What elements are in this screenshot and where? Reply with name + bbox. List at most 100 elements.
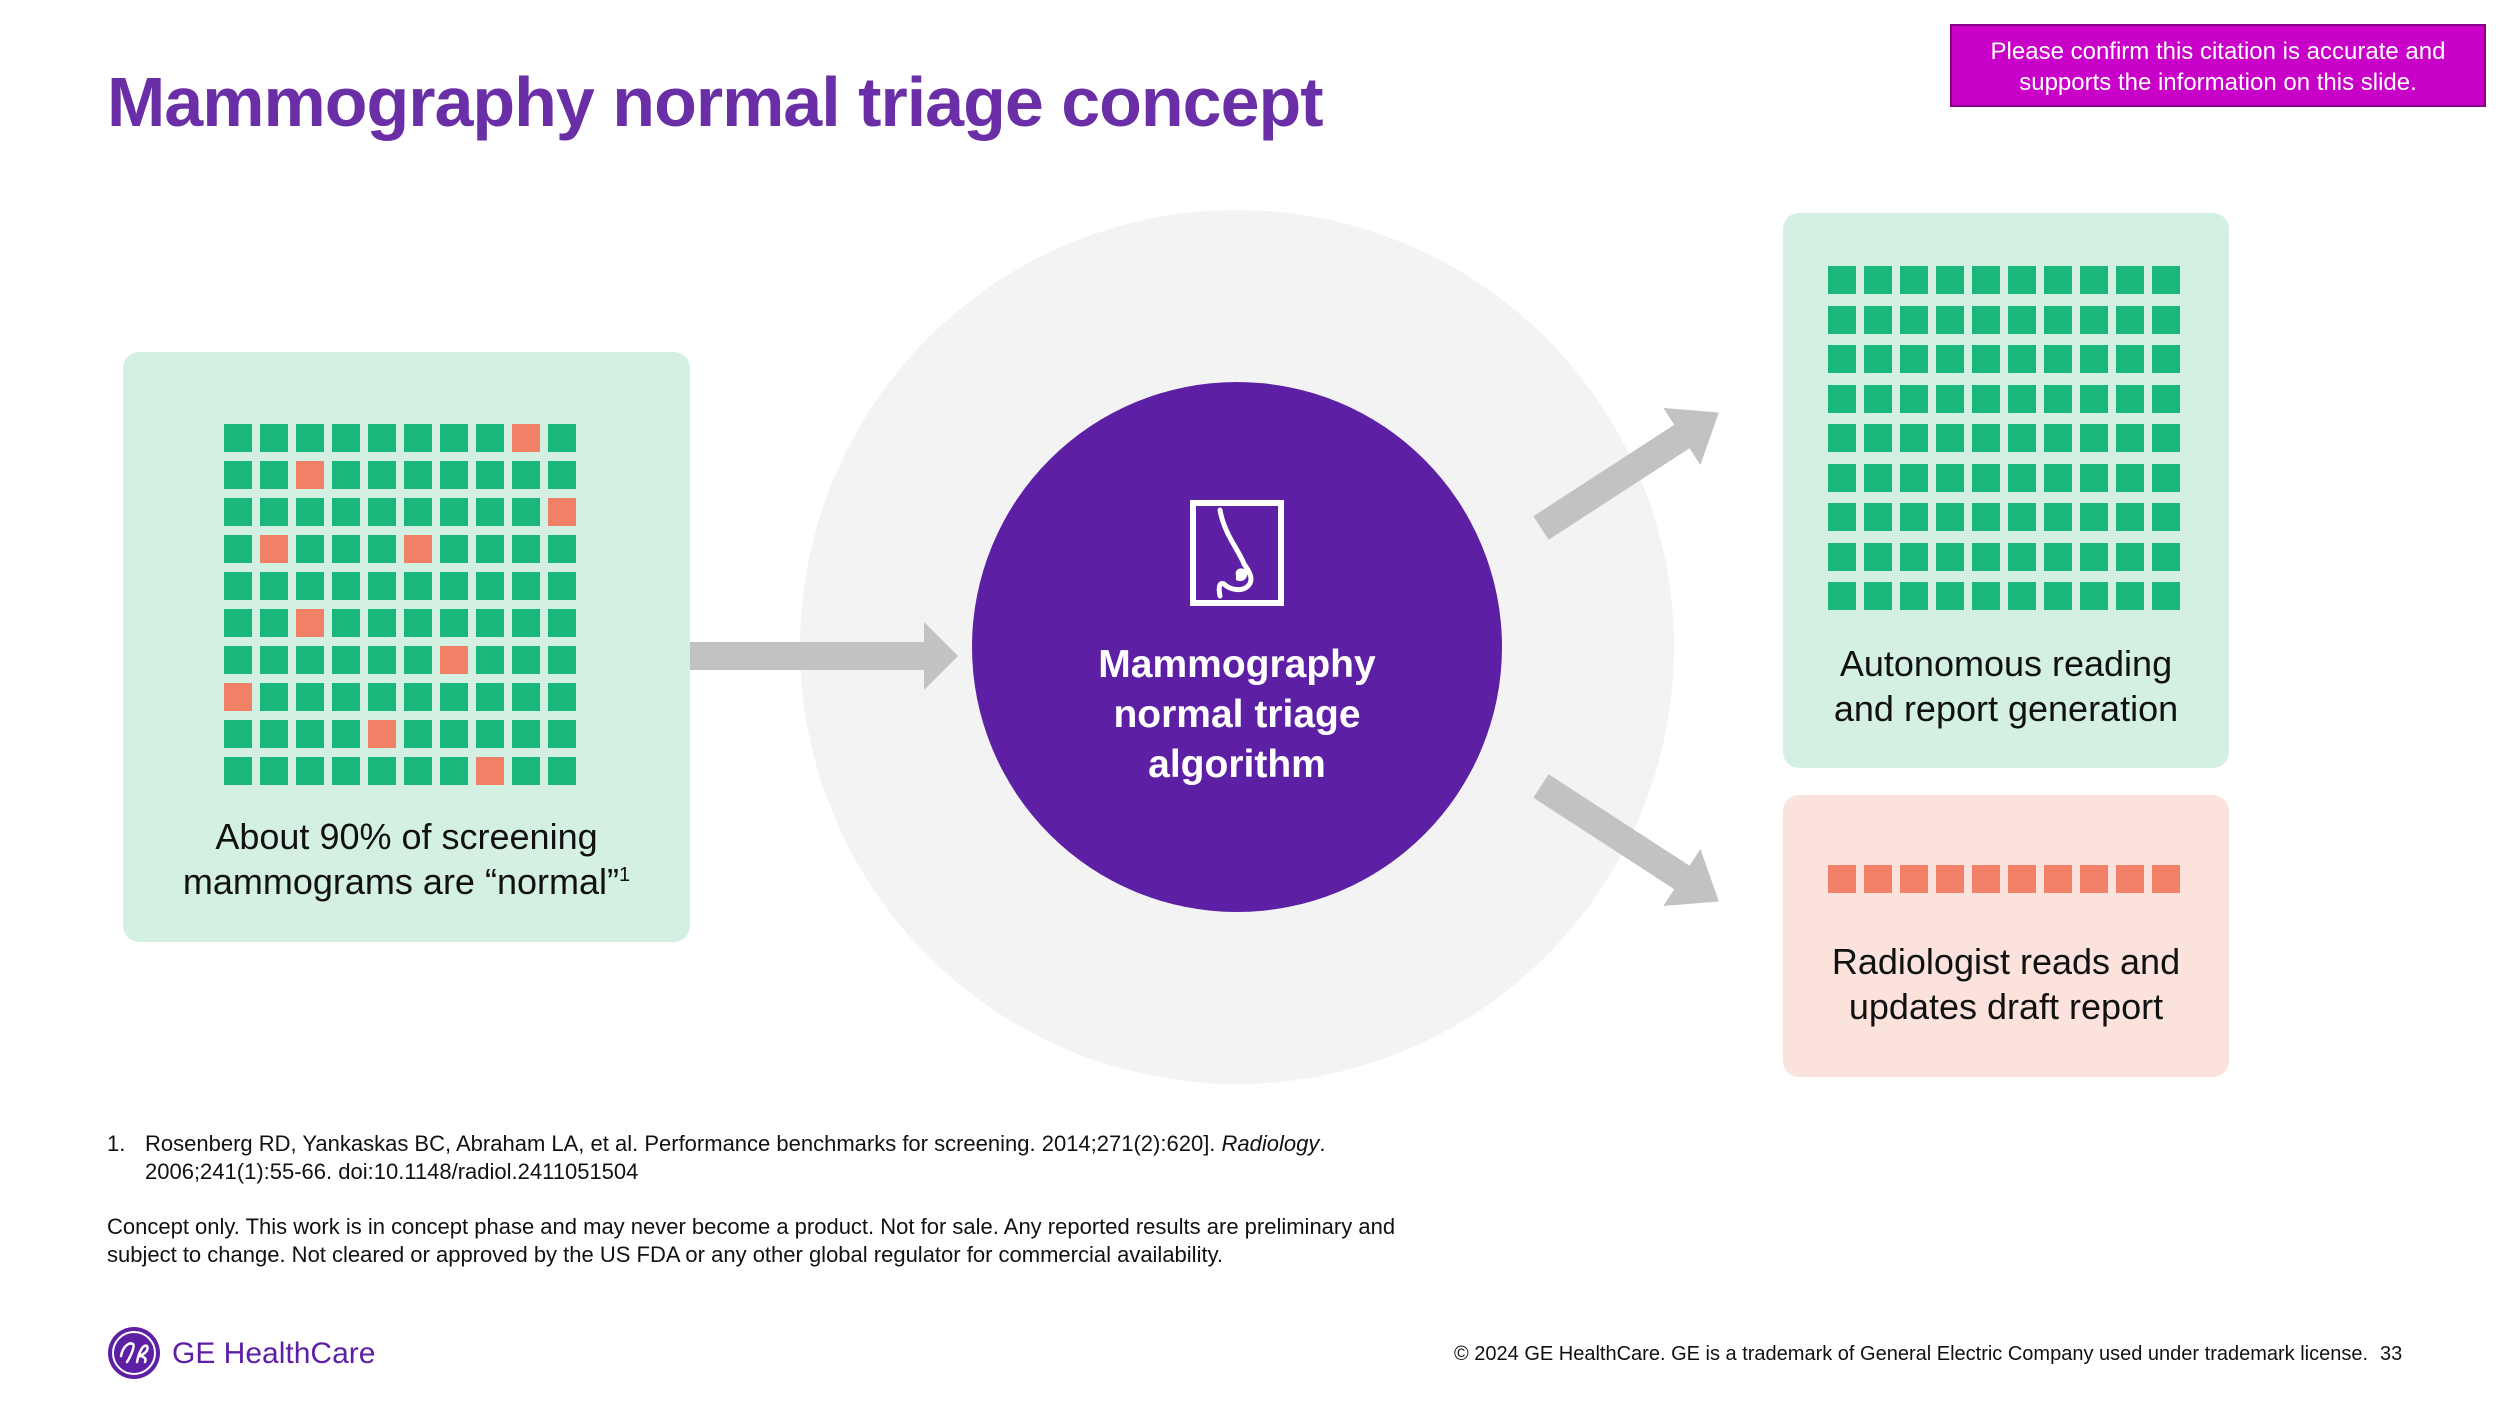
normal-case-cell — [1864, 582, 1892, 610]
normal-case-cell — [2008, 345, 2036, 373]
normal-case-cell — [476, 461, 504, 489]
normal-case-cell — [224, 609, 252, 637]
disclaimer: Concept only. This work is in concept ph… — [107, 1214, 1396, 1267]
normal-case-cell — [476, 609, 504, 637]
abnormal-case-cell — [1864, 865, 1892, 893]
normal-case-cell — [1900, 266, 1928, 294]
normal-case-cell — [2008, 424, 2036, 452]
autonomous-caption-line1: Autonomous reading — [1839, 643, 2173, 684]
normal-case-cell — [2116, 384, 2144, 413]
normal-case-cell — [332, 498, 360, 526]
normal-case-cell — [2116, 542, 2144, 571]
normal-case-cell — [1864, 463, 1892, 492]
abnormal-case-cell — [2116, 865, 2144, 893]
normal-case-cell — [2152, 305, 2180, 334]
normal-case-cell — [1900, 384, 1928, 413]
abnormal-case-cell — [2080, 865, 2108, 893]
algorithm-label-line3: algorithm — [1148, 743, 1326, 786]
page-number: 33 — [2380, 1343, 2403, 1365]
normal-case-cell — [1972, 266, 2000, 294]
normal-case-cell — [2044, 345, 2072, 373]
normal-case-cell — [1900, 345, 1928, 373]
normal-case-cell — [368, 424, 396, 452]
normal-case-cell — [1900, 424, 1928, 452]
normal-case-cell — [1864, 345, 1892, 373]
normal-case-cell — [476, 646, 504, 674]
abnormal-case-cell — [296, 461, 324, 489]
normal-case-cell — [2044, 384, 2072, 413]
normal-case-cell — [224, 720, 252, 748]
normal-case-cell — [1936, 384, 1964, 413]
normal-case-cell — [2008, 582, 2036, 610]
radiologist-caption-line2: updates draft report — [1848, 986, 2164, 1027]
normal-case-cell — [2116, 463, 2144, 492]
normal-case-cell — [260, 461, 288, 489]
normal-case-cell — [2044, 305, 2072, 334]
normal-case-cell — [224, 646, 252, 674]
normal-case-cell — [1828, 345, 1856, 373]
footnote-text: Rosenberg RD, Yankaskas BC, Abraham LA, … — [145, 1130, 1427, 1186]
abnormal-case-cell — [2044, 865, 2072, 893]
normal-case-cell — [224, 498, 252, 526]
normal-case-cell — [296, 535, 324, 563]
normal-case-cell — [1972, 305, 2000, 334]
normal-case-cell — [1936, 266, 1964, 294]
normal-case-cell — [440, 609, 468, 637]
normal-case-cell — [404, 683, 432, 711]
normal-case-cell — [1972, 463, 2000, 492]
normal-case-cell — [548, 757, 576, 785]
normal-case-cell — [1972, 384, 2000, 413]
normal-case-cell — [1972, 424, 2000, 452]
footnote: 1. Rosenberg RD, Yankaskas BC, Abraham L… — [107, 1130, 1427, 1186]
normal-case-cell — [476, 498, 504, 526]
abnormal-case-cell — [1900, 865, 1928, 893]
normal-case-cell — [440, 757, 468, 785]
normal-case-cell — [296, 720, 324, 748]
normal-case-cell — [2008, 266, 2036, 294]
abnormal-case-cell — [440, 646, 468, 674]
normal-case-cell — [476, 572, 504, 600]
normal-case-cell — [296, 757, 324, 785]
normal-case-cell — [332, 720, 360, 748]
normal-case-cell — [2080, 503, 2108, 531]
normal-case-cell — [296, 498, 324, 526]
normal-case-cell — [1864, 503, 1892, 531]
normal-case-cell — [1828, 463, 1856, 492]
normal-case-cell — [368, 498, 396, 526]
normal-case-cell — [2008, 305, 2036, 334]
normal-case-cell — [2152, 463, 2180, 492]
abnormal-case-cell — [1936, 865, 1964, 893]
normal-case-cell — [2116, 345, 2144, 373]
autonomous-reading-panel: Autonomous reading and report generation — [1783, 213, 2229, 768]
autonomous-caption-line2: and report generation — [1833, 688, 2179, 729]
normal-case-cell — [2080, 305, 2108, 334]
abnormal-case-cell — [476, 757, 504, 785]
breast-scan-icon — [1190, 500, 1284, 606]
input-caption-line2: mammograms are “normal”1 — [123, 859, 690, 904]
normal-case-cell — [1864, 542, 1892, 571]
normal-case-cell — [368, 535, 396, 563]
normal-case-cell — [2080, 384, 2108, 413]
abnormal-case-cell — [548, 498, 576, 526]
normal-case-cell — [296, 572, 324, 600]
normal-case-cell — [368, 757, 396, 785]
normal-case-cell — [440, 683, 468, 711]
normal-case-cell — [512, 498, 540, 526]
normal-case-cell — [224, 461, 252, 489]
normal-case-cell — [224, 424, 252, 452]
normal-case-cell — [260, 424, 288, 452]
normal-case-cell — [512, 683, 540, 711]
abnormal-case-cell — [2152, 865, 2180, 893]
normal-case-cell — [512, 535, 540, 563]
normal-case-cell — [440, 461, 468, 489]
normal-case-cell — [2080, 345, 2108, 373]
normal-case-cell — [332, 424, 360, 452]
normal-case-cell — [440, 498, 468, 526]
citation-notice: Please confirm this citation is accurate… — [1950, 24, 2486, 107]
normal-case-cell — [2116, 305, 2144, 334]
footnote-main: Rosenberg RD, Yankaskas BC, Abraham LA, … — [145, 1131, 1222, 1156]
abnormal-case-cell — [224, 683, 252, 711]
abnormal-case-cell — [512, 424, 540, 452]
normal-case-cell — [476, 683, 504, 711]
normal-case-cell — [2152, 542, 2180, 571]
